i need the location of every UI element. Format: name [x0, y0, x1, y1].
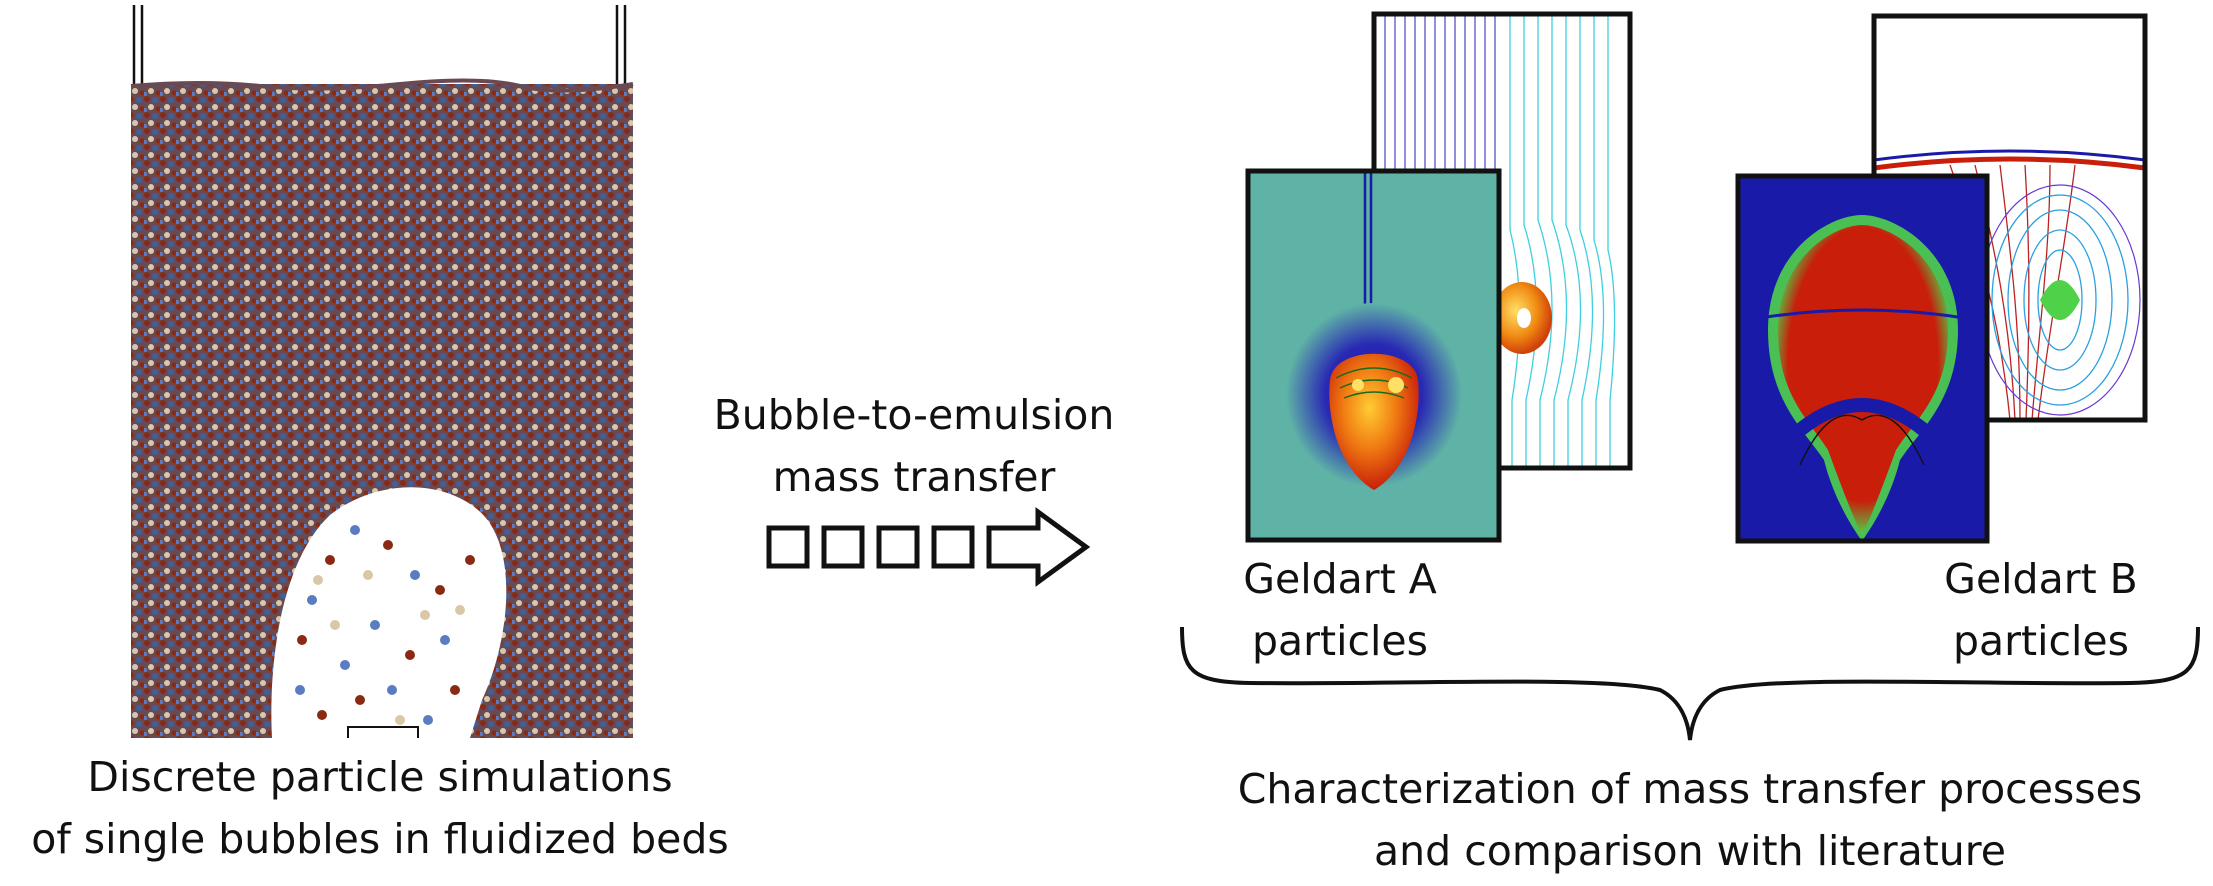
bottom-caption-line2: and comparison with literature	[1374, 827, 2006, 875]
arrow-label-line2: mass transfer	[772, 453, 1056, 501]
fluidized-bed-simulation	[130, 5, 634, 738]
geldart-a-concentration-panel	[1245, 168, 1502, 543]
left-caption-line2: of single bubbles in fluidized beds	[31, 815, 729, 863]
geldart-b-concentration-panel	[1735, 173, 1990, 544]
geldart-b-label-line1: Geldart B	[1944, 555, 2138, 603]
left-caption-line1: Discrete particle simulations	[87, 753, 673, 801]
geldart-b-label-line2: particles	[1953, 617, 2129, 665]
geldart-a-label-line2: particles	[1252, 617, 1428, 665]
arrow-label-line1: Bubble-to-emulsion	[713, 391, 1115, 439]
dashed-arrow-icon	[766, 507, 1091, 587]
geldart-a-label-line1: Geldart A	[1243, 555, 1437, 603]
bubble-void	[271, 487, 507, 738]
bottom-caption-line1: Characterization of mass transfer proces…	[1237, 765, 2143, 813]
curly-brace-icon	[1180, 626, 2200, 741]
